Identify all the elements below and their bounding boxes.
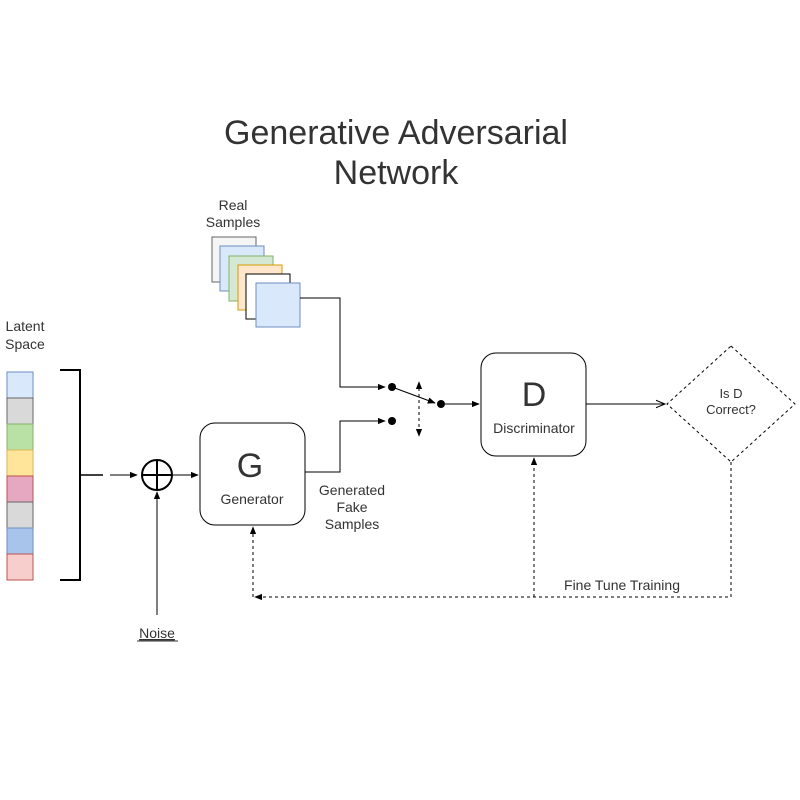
- latent-space-label-line-2: Space: [5, 336, 45, 352]
- latent-cell: [6, 449, 34, 477]
- feedback-loop-line: [254, 462, 732, 601]
- title-line-1: Generative Adversarial: [224, 114, 568, 152]
- sample-switch: [388, 381, 445, 437]
- generator-box: [199, 422, 306, 526]
- discriminator-label: Discriminator: [493, 420, 575, 436]
- sum-node: [141, 459, 173, 491]
- latent-cell: [6, 501, 34, 529]
- discriminator-letter: D: [522, 376, 547, 414]
- real-sample-card: [255, 282, 301, 328]
- latent-cell: [6, 371, 34, 399]
- feedback-label: Fine Tune Training: [564, 577, 680, 593]
- latent-cell: [6, 475, 34, 503]
- real-samples-label-line-2: Samples: [206, 214, 260, 230]
- latent-vector: [6, 371, 34, 581]
- latent-cell: [6, 553, 34, 581]
- generator-letter: G: [237, 447, 263, 485]
- latent-space-label-line-1: Latent: [6, 318, 45, 334]
- latent-bracket: [60, 369, 81, 581]
- generated-label-line-1: Generated: [319, 482, 385, 498]
- decision-diamond: [666, 345, 796, 463]
- latent-cell: [6, 423, 34, 451]
- real-samples-stack: [211, 236, 301, 328]
- title-line-2: Network: [334, 154, 460, 192]
- noise-label: Noise: [139, 625, 175, 641]
- generated-label-line-3: Samples: [325, 516, 379, 532]
- decision-label-line-2: Correct?: [706, 402, 756, 417]
- real-to-switch-line: [300, 297, 386, 391]
- generator-to-switch-line: [305, 417, 386, 473]
- decision-label-line-1: Is D: [719, 386, 742, 401]
- latent-cell: [6, 527, 34, 555]
- generated-label-line-2: Fake: [336, 499, 367, 515]
- latent-cell: [6, 397, 34, 425]
- generator-label: Generator: [220, 491, 283, 507]
- real-samples-label-line-1: Real: [219, 197, 248, 213]
